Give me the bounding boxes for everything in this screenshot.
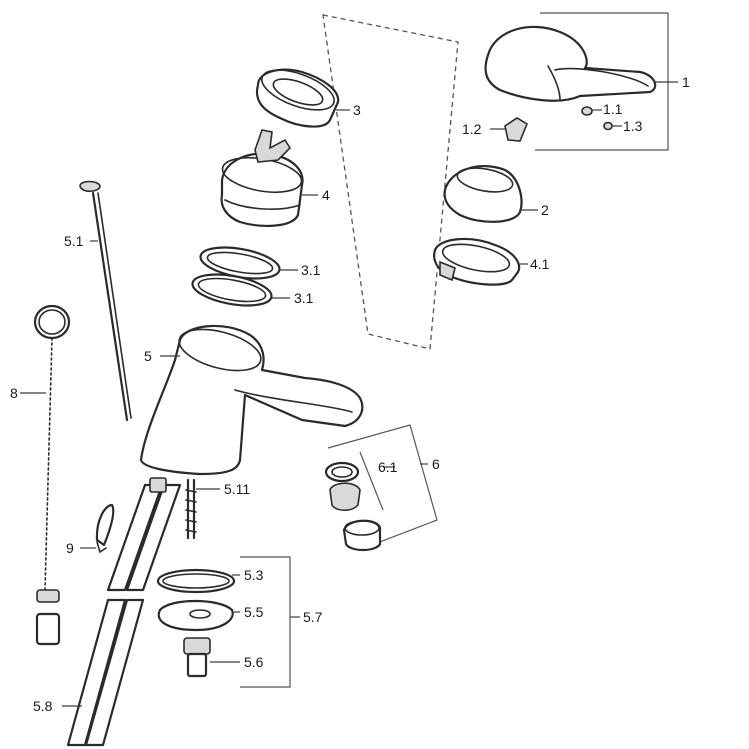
gasket-ring-part — [156, 568, 236, 594]
label-part-3-1-lower: 3.1 — [294, 290, 314, 306]
label-part-1: 1 — [682, 74, 690, 90]
faucet-body-part — [139, 324, 364, 476]
label-part-5-8: 5.8 — [33, 698, 53, 714]
label-part-3-1-upper: 3.1 — [301, 262, 321, 278]
label-part-6: 6 — [432, 456, 440, 472]
aerator-ring-part — [324, 461, 360, 483]
bracket-part-5-7 — [240, 556, 291, 688]
label-part-3: 3 — [353, 102, 361, 118]
threaded-nut-part — [255, 68, 340, 128]
threaded-stud-part — [185, 478, 197, 540]
dashed-assembly-outline — [322, 14, 459, 350]
aerator-housing-part — [342, 519, 382, 552]
label-part-5-3: 5.3 — [244, 567, 264, 583]
cartridge-part — [220, 129, 304, 227]
lever-handle-part — [484, 25, 657, 102]
label-part-5: 5 — [144, 348, 152, 364]
cap-part-1-2 — [504, 117, 529, 142]
mounting-nut-part — [183, 637, 211, 678]
bracket-part-6-1 — [359, 451, 384, 511]
o-ring-lower — [191, 273, 273, 307]
label-part-4: 4 — [322, 187, 330, 203]
o-ring-upper — [199, 246, 281, 280]
label-part-1-1: 1.1 — [603, 101, 623, 117]
bracket-part-6 — [327, 424, 438, 546]
label-part-2: 2 — [541, 202, 549, 218]
label-part-5-1: 5.1 — [64, 233, 84, 249]
label-part-1-2: 1.2 — [462, 121, 482, 137]
label-part-9: 9 — [66, 540, 74, 556]
label-part-8: 8 — [10, 385, 18, 401]
ring-part-4-1 — [433, 237, 521, 286]
cover-cap-part — [443, 165, 523, 223]
pull-rod-part — [79, 180, 132, 422]
flexible-hoses-part — [66, 477, 182, 747]
horseshoe-washer-part — [157, 599, 234, 632]
label-part-5-5: 5.5 — [244, 604, 264, 620]
chain-stopper-part — [33, 304, 71, 646]
label-part-5-6: 5.6 — [244, 654, 264, 670]
screw-part-1-3 — [603, 121, 613, 131]
aerator-insert-part — [329, 482, 361, 512]
screw-part-1-1 — [581, 106, 593, 116]
label-part-5-11: 5.11 — [224, 481, 250, 497]
label-part-5-7: 5.7 — [303, 609, 323, 625]
label-part-4-1: 4.1 — [530, 256, 550, 272]
clip-part — [95, 503, 115, 554]
label-part-1-3: 1.3 — [623, 118, 643, 134]
label-part-6-1: 6.1 — [378, 459, 398, 475]
